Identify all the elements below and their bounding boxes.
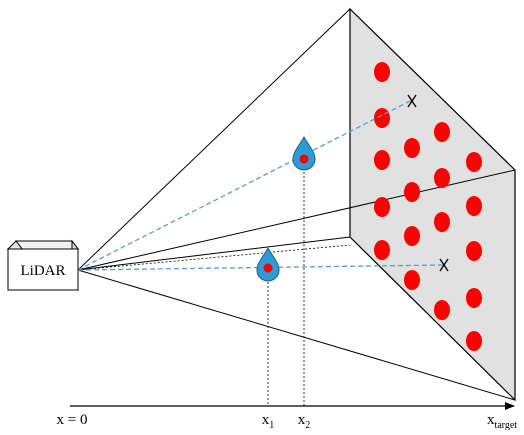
axis-x2-label: x2 [298,412,311,430]
x-mark-icon [439,258,449,272]
laser-spot [404,182,420,202]
laser-spot [466,152,482,172]
laser-spot [434,212,450,232]
laser-spot [374,150,390,170]
laser-spot [374,197,390,217]
laser-spot [434,168,450,188]
laser-beams [77,99,445,271]
laser-spot [466,288,482,308]
laser-spot [466,241,482,261]
laser-spot [404,138,420,158]
water-drop-icon [256,246,280,282]
x-mark-icon [407,94,417,108]
dotted-guide-line [77,244,351,271]
laser-spot [404,226,420,246]
laser-spot [374,62,390,82]
axis-x1-label: x1 [262,412,275,430]
laser-spots [374,62,482,351]
lidar-label: LiDAR [21,263,66,279]
laser-spot [374,240,390,260]
laser-spot [374,108,390,128]
projection-lines [267,164,305,406]
laser-beam-upper [77,99,413,271]
laser-spot [466,196,482,216]
laser-spot [434,122,450,142]
laser-spot [434,300,450,320]
laser-beam-lower [77,264,445,271]
water-drop-icon [292,135,316,171]
laser-spot [404,270,420,290]
lidar-device: LiDAR [6,239,79,292]
axis-target-label: xtarget [487,412,517,430]
laser-spot [466,331,482,351]
axis-origin-label: x = 0 [57,412,88,428]
